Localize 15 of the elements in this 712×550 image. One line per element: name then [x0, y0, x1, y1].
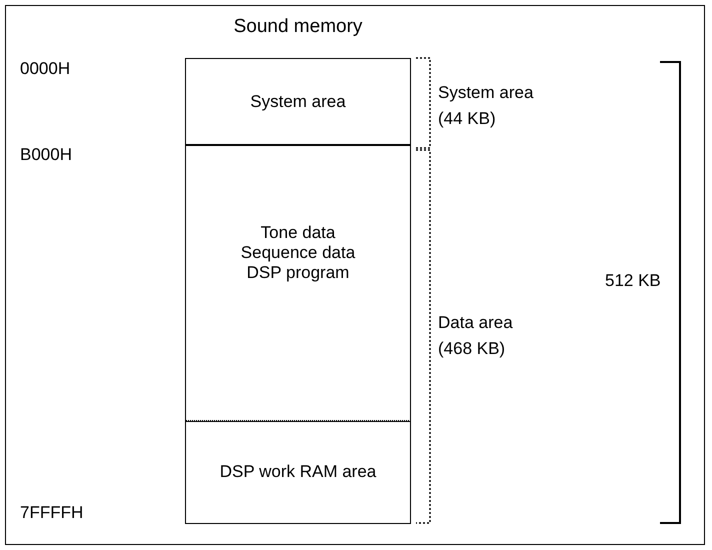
address-label: 0000H: [20, 58, 72, 80]
address-label: B000H: [20, 144, 73, 166]
region-text: Sequence data: [240, 243, 356, 263]
region-text: DSP work RAM area: [220, 462, 376, 482]
memory-region: [185, 58, 411, 146]
memory-region: [185, 420, 411, 524]
size-label: System area (44 KB): [438, 82, 534, 130]
region-text: DSP program: [246, 263, 350, 283]
address-label: 7FFFFH: [20, 502, 84, 524]
region-text: Tone data: [260, 223, 336, 243]
diagram-title: Sound memory: [232, 16, 364, 38]
size-label: Data area (468 KB): [438, 312, 514, 360]
memory-region: [185, 144, 411, 422]
size-label: 512 KB: [605, 270, 662, 292]
region-text: System area: [250, 92, 346, 112]
